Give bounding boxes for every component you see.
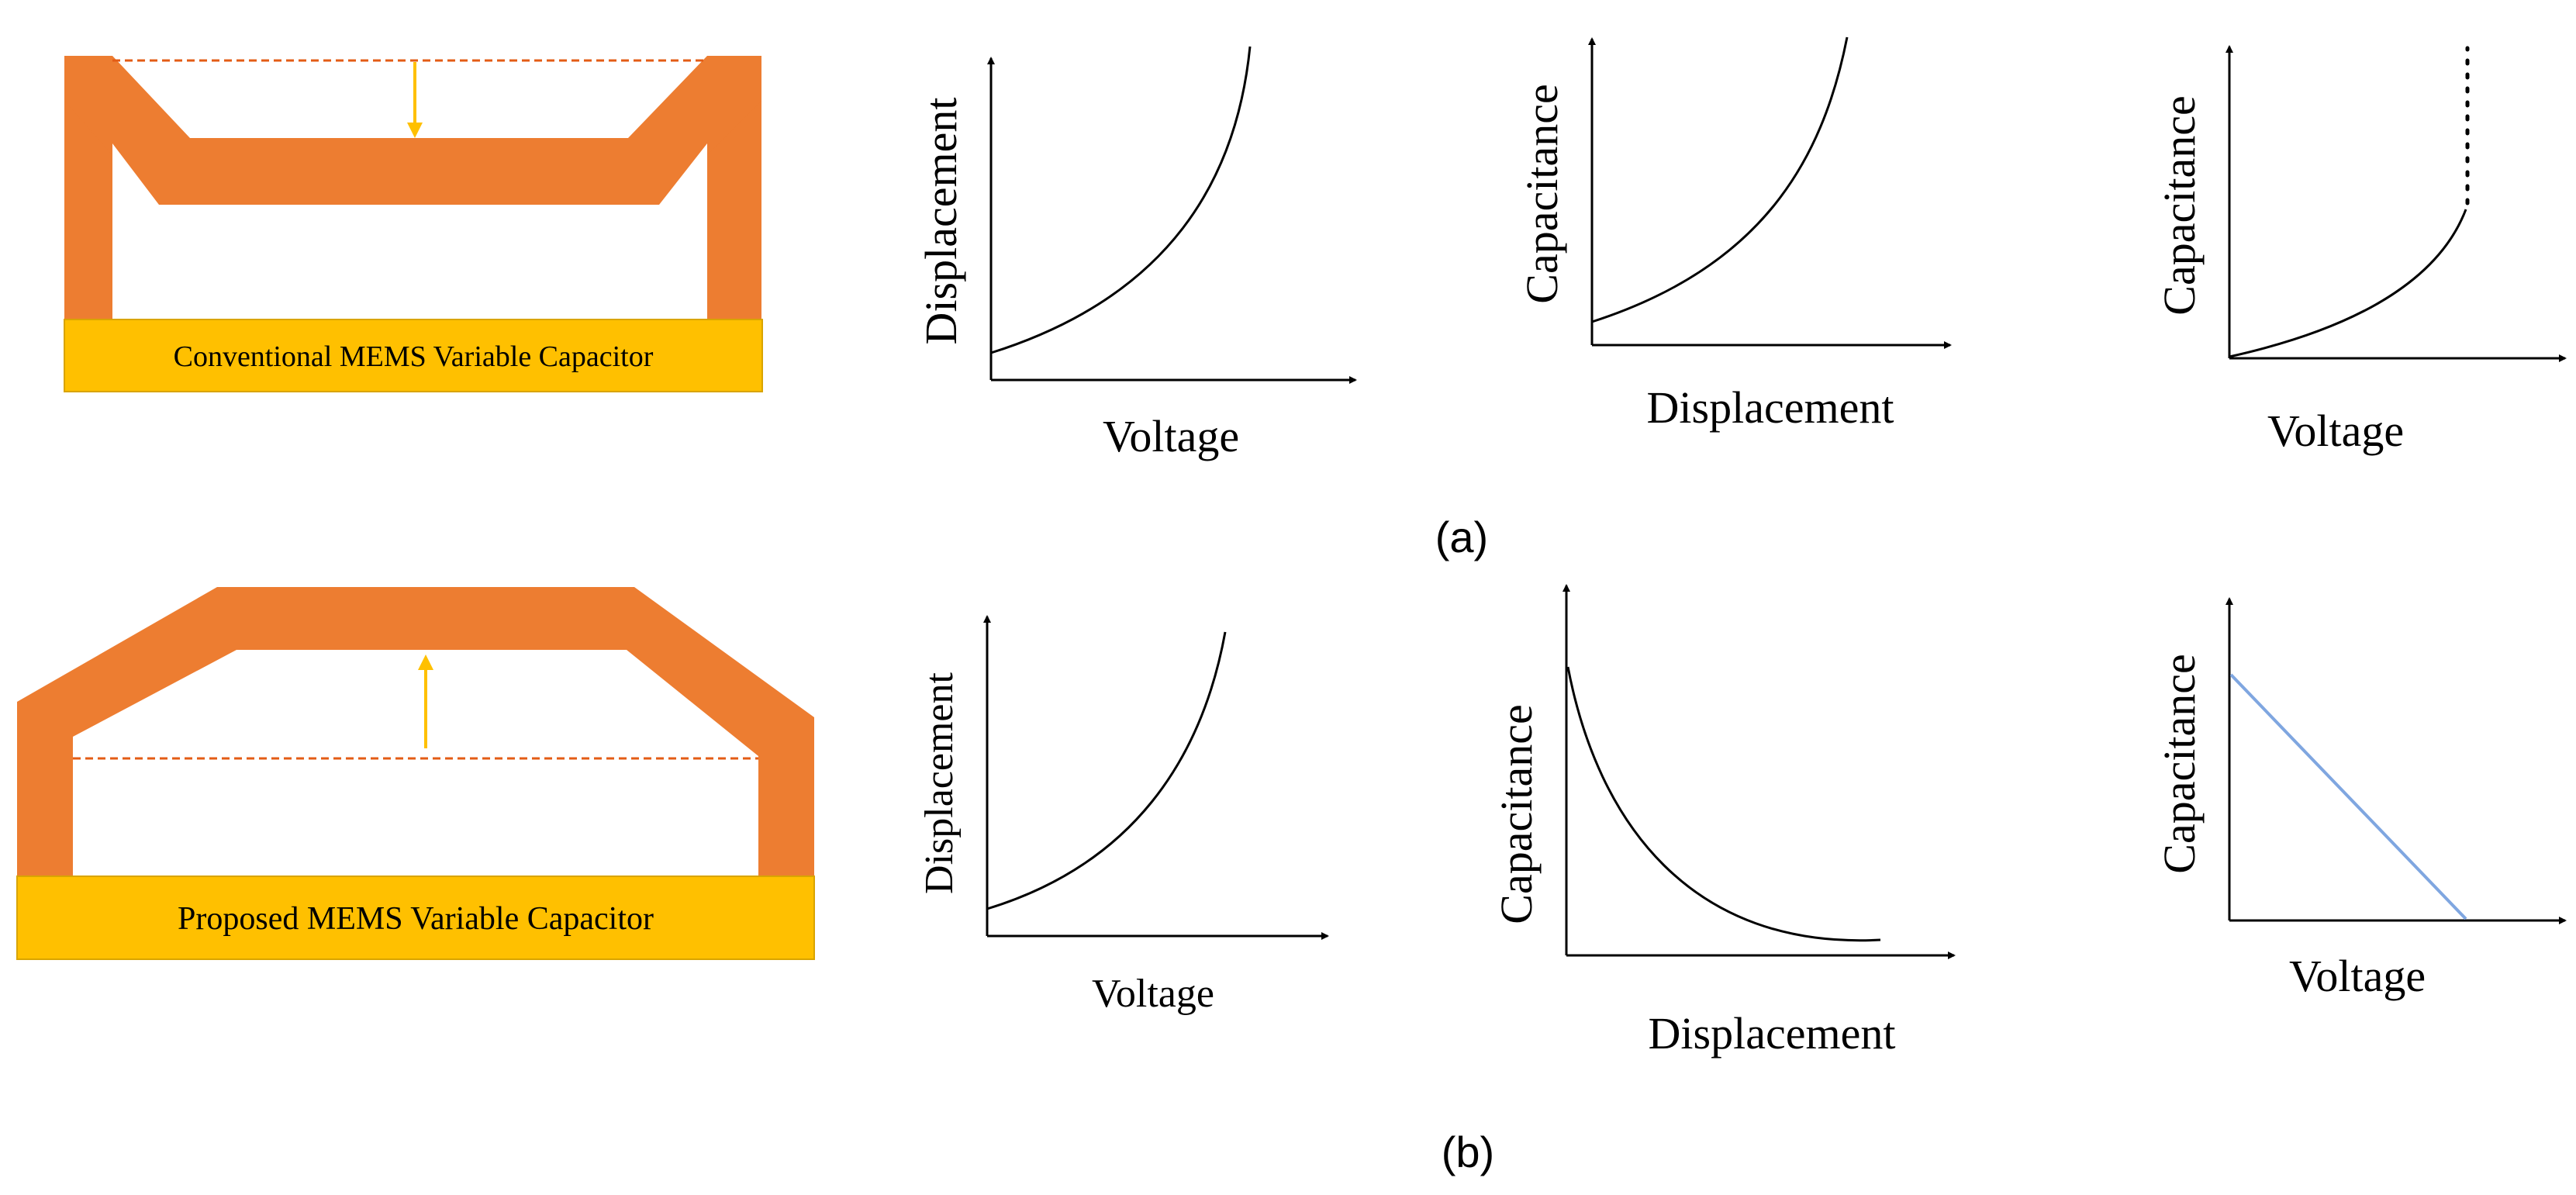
caption-b: (b) <box>1442 1128 1494 1176</box>
chart-b3-ylabel: Capacitance <box>2154 654 2205 873</box>
chart-b1-curve <box>986 631 1227 910</box>
chart-b1-xlabel: Voltage <box>1092 972 1214 1016</box>
caption-a: (a) <box>1435 513 1488 561</box>
chart-a2-curve <box>1591 36 1849 323</box>
chart-b2-ylabel: Capacitance <box>1491 704 1542 924</box>
chart-a1-ylabel: Displacement <box>916 98 966 345</box>
conventional-substrate <box>64 319 763 392</box>
conventional-device: Conventional MEMS Variable Capacitor <box>64 56 763 392</box>
chart-b2-curve <box>1566 666 1881 942</box>
chart-b3-xlabel: Voltage <box>2289 951 2426 1001</box>
chart-a2-xlabel: Displacement <box>1647 382 1894 433</box>
proposed-beam-structure <box>17 587 814 880</box>
proposed-device-label: Proposed MEMS Variable Capacitor <box>178 901 654 937</box>
chart-b3-linear-line <box>2229 673 2467 920</box>
conventional-down-arrow <box>407 62 423 138</box>
chart-b3: Voltage Capacitance <box>2154 597 2567 1001</box>
proposed-device: Proposed MEMS Variable Capacitor <box>16 587 815 960</box>
chart-a3-xlabel: Voltage <box>2267 406 2404 456</box>
conventional-device-label: Conventional MEMS Variable Capacitor <box>174 340 654 373</box>
chart-a1: Voltage Displacement <box>916 46 1357 461</box>
proposed-up-arrow <box>418 654 433 748</box>
conventional-beam-structure <box>64 56 761 323</box>
chart-a1-curve <box>990 46 1252 354</box>
chart-b1-ylabel: Displacement <box>917 672 962 894</box>
proposed-substrate <box>16 876 815 960</box>
chart-b2: Displacement Capacitance <box>1491 584 1956 1059</box>
chart-a3-ylabel: Capacitance <box>2154 95 2205 315</box>
chart-a3-curve <box>2229 209 2467 358</box>
chart-b2-xlabel: Displacement <box>1649 1008 1896 1059</box>
chart-a1-xlabel: Voltage <box>1103 411 1239 461</box>
chart-a2: Displacement Capacitance <box>1517 36 1952 433</box>
chart-b1: Voltage Displacement <box>917 615 1329 1016</box>
chart-a2-ylabel: Capacitance <box>1517 84 1567 303</box>
chart-a3: Voltage Capacitance <box>2154 45 2567 456</box>
